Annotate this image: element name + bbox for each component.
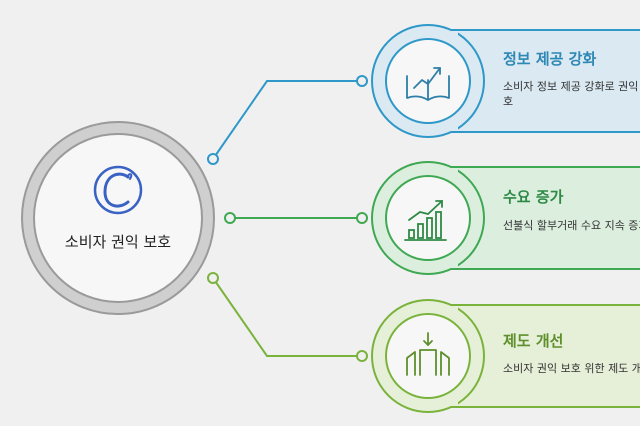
open-book-trend-icon <box>406 67 450 101</box>
card-3 <box>371 299 640 413</box>
card-2-desc: 선불식 할부거래 수요 지속 증가 <box>503 219 640 232</box>
connector-1 <box>207 75 368 165</box>
bar-chart-growth-icon <box>404 200 447 241</box>
center-node <box>21 121 215 315</box>
building-arrow-down-icon <box>406 332 450 376</box>
card-1-title: 정보 제공 강화 <box>503 50 597 68</box>
card-2-title: 수요 증가 <box>503 188 564 206</box>
connector-2 <box>224 212 368 224</box>
copyright-c-icon <box>93 165 143 215</box>
card-3-desc: 소비자 권익 보호 위한 제도 개선 <box>503 362 640 375</box>
connector-3 <box>207 272 368 362</box>
card-1-desc: 소비자 정보 제공 강화로 권익 보호 <box>503 80 640 108</box>
center-label: 소비자 권익 보호 <box>64 233 172 251</box>
card-1 <box>371 24 640 138</box>
card-2 <box>371 161 640 275</box>
card-3-title: 제도 개선 <box>503 332 564 350</box>
